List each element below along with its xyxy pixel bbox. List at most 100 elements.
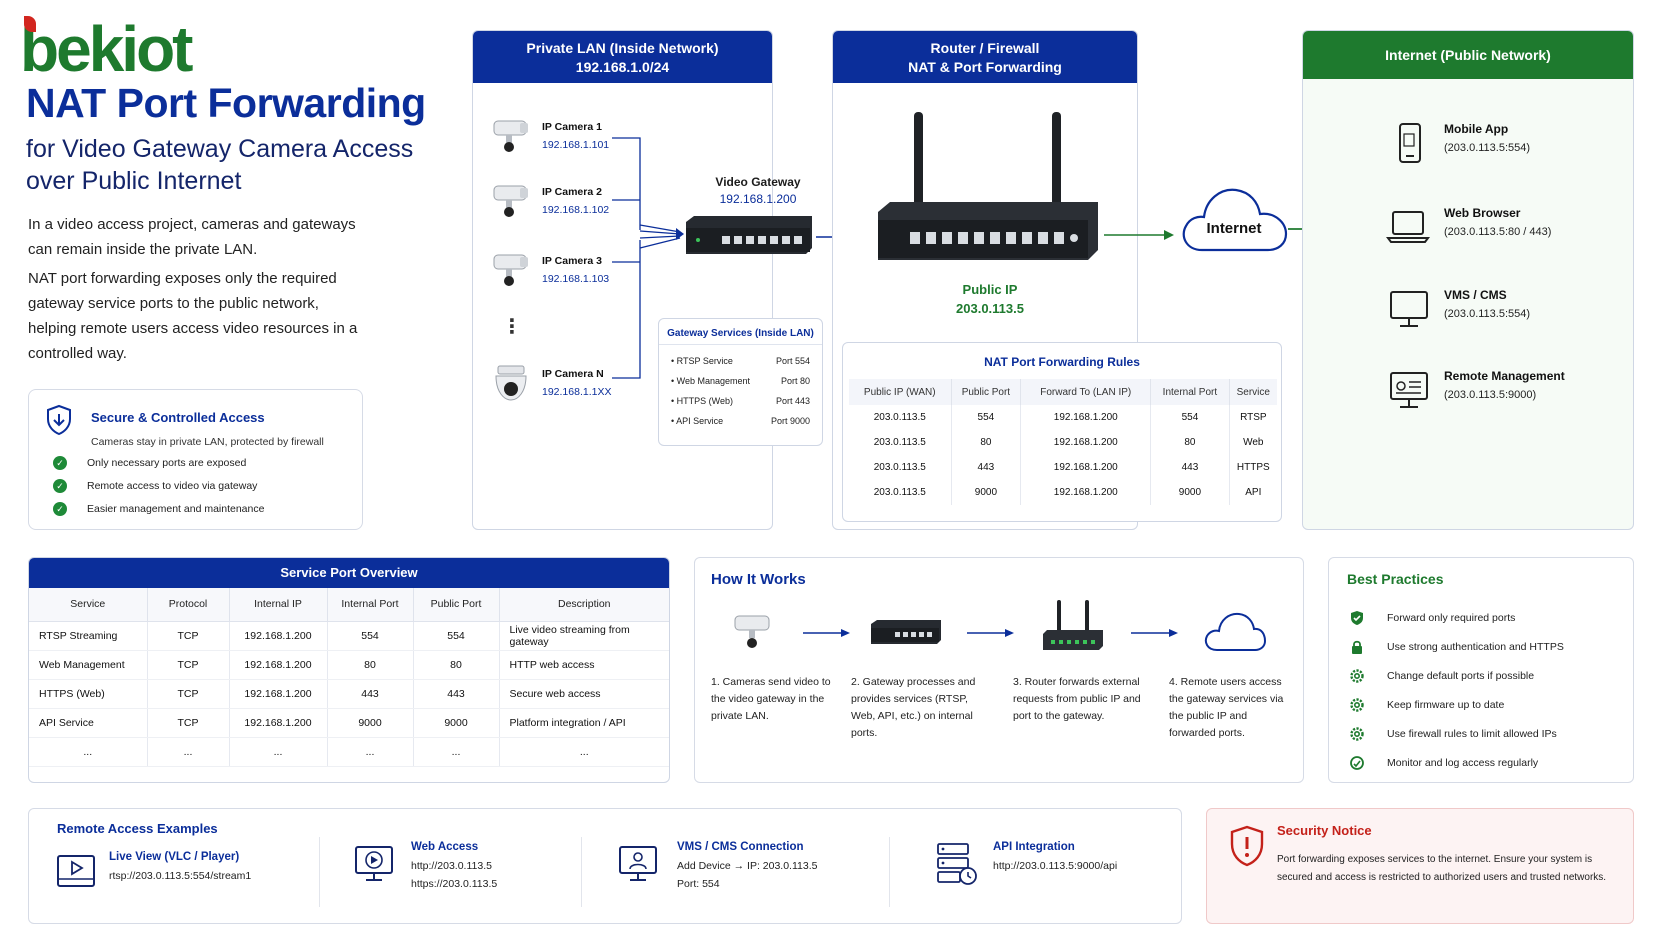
api-server-icon — [937, 843, 977, 885]
remote-access-examples: Remote Access Examples Live View (VLC / … — [28, 808, 1182, 924]
security-notice-text: Port forwarding exposes services to the … — [1277, 854, 1607, 883]
mobile-icon — [1399, 123, 1421, 163]
camera-item: IP Camera 1 192.168.1.101 — [490, 117, 609, 155]
best-practice-item: Change default ports if possible — [1349, 668, 1534, 684]
example-vms-connection: VMS / CMS Connection Add Device → IP: 20… — [617, 841, 817, 890]
internet-cloud-icon — [1182, 188, 1288, 252]
client-mobile-app: Mobile App (203.0.113.5:554) — [1392, 122, 1530, 166]
internet-panel-header: Internet (Public Network) — [1303, 31, 1633, 79]
how-it-works-panel: How It Works 1. Cameras send video to th… — [694, 557, 1304, 783]
cloud-step-icon — [1204, 612, 1267, 651]
camera-connector-lines — [612, 137, 684, 379]
lock-icon — [1352, 640, 1362, 654]
best-practice-item: Forward only required ports — [1349, 610, 1515, 626]
camera-item: IP Camera 2 192.168.1.102 — [490, 182, 609, 220]
refresh-icon — [1350, 756, 1364, 770]
example-web-access: Web Access http://203.0.113.5 https://20… — [353, 841, 497, 890]
step-arrow — [1131, 629, 1178, 637]
service-overview-title: Service Port Overview — [29, 558, 669, 588]
monitor-icon — [1390, 291, 1428, 327]
gateway-step-icon — [871, 620, 941, 644]
check-icon: ✓ — [53, 479, 67, 493]
best-practice-item: Keep firmware up to date — [1349, 697, 1504, 713]
bullet-camera-icon — [493, 254, 528, 286]
more-cameras-ellipsis: ⋮ — [502, 316, 522, 338]
nat-header-row: Public IP (WAN)Public Port Forward To (L… — [849, 379, 1277, 405]
bullet-camera-icon — [493, 120, 528, 152]
video-gateway: Video Gateway 192.168.1.200 — [688, 175, 828, 206]
brand-logo: bekiot — [20, 13, 193, 85]
gateway-services-box: Gateway Services (Inside LAN) • RTSP Ser… — [658, 318, 823, 446]
router-panel-header: Router / Firewall NAT & Port Forwarding — [833, 31, 1137, 83]
shield-icon — [47, 404, 71, 436]
step-arrow — [967, 629, 1014, 637]
gear-icon — [1350, 698, 1364, 712]
client-web-browser: Web Browser (203.0.113.5:80 / 443) — [1386, 206, 1551, 246]
camera-item: IP Camera 3 192.168.1.103 — [490, 251, 609, 289]
bullet-camera-icon — [493, 185, 528, 217]
best-practice-item: Monitor and log access regularly — [1349, 755, 1538, 771]
secure-item: ✓Remote access to video via gateway — [53, 479, 257, 493]
secure-access-card: Secure & Controlled Access Cameras stay … — [28, 389, 363, 530]
play-window-icon — [57, 855, 95, 887]
client-vms-cms: VMS / CMS (203.0.113.5:554) — [1388, 288, 1530, 330]
gear-icon — [1350, 727, 1364, 741]
gateway-ip: 192.168.1.200 — [719, 192, 797, 206]
logo-leaf-icon — [24, 16, 36, 32]
service-row: • HTTPS (Web)Port 443 — [671, 396, 810, 406]
laptop-icon — [1386, 211, 1430, 243]
page-title: NAT Port Forwarding — [26, 80, 426, 126]
lan-panel-header: Private LAN (Inside Network) 192.168.1.0… — [473, 31, 772, 83]
dome-camera-icon — [495, 365, 527, 401]
example-api-integration: API Integration http://203.0.113.5:9000/… — [935, 841, 1117, 887]
service-header-row: Service Protocol Internal IP Internal Po… — [29, 588, 669, 622]
step-2-text: 2. Gateway processes and provides servic… — [851, 676, 976, 739]
best-practices-title: Best Practices — [1347, 571, 1444, 587]
divider — [581, 837, 582, 907]
user-monitor-icon — [619, 846, 657, 881]
client-remote-management: Remote Management (203.0.113.5:9000) — [1388, 369, 1565, 411]
dashboard-icon — [1390, 372, 1428, 408]
router-step-icon — [1043, 600, 1103, 650]
internet-panel: Internet (Public Network) — [1302, 30, 1634, 530]
internet-label: Internet — [1206, 220, 1262, 237]
best-practice-item: Use firewall rules to limit allowed IPs — [1349, 726, 1557, 742]
gateway-device-icon — [686, 216, 812, 254]
nat-rules-table: Public IP (WAN)Public Port Forward To (L… — [849, 379, 1277, 505]
best-practice-item: Use strong authentication and HTTPS — [1349, 639, 1564, 655]
play-monitor-icon — [355, 846, 393, 881]
security-notice: Security Notice Port forwarding exposes … — [1206, 808, 1634, 924]
private-lan-panel: Private LAN (Inside Network) 192.168.1.0… — [472, 30, 773, 530]
nat-rules-box: NAT Port Forwarding Rules Public IP (WAN… — [842, 342, 1282, 522]
secure-card-title: Secure & Controlled Access — [91, 410, 265, 425]
page-subtitle: for Video Gateway Camera Access over Pub… — [26, 135, 414, 195]
step-1-text: 1. Cameras send video to the video gatew… — [711, 676, 831, 722]
nat-rules-title: NAT Port Forwarding Rules — [984, 355, 1140, 369]
intro-paragraph-2: NAT port forwarding exposes only the req… — [28, 270, 358, 362]
step-4-text: 4. Remote users access the gateway servi… — [1169, 676, 1284, 739]
example-live-view: Live View (VLC / Player) rtsp://203.0.11… — [55, 851, 251, 891]
secure-card-subtitle: Cameras stay in private LAN, protected b… — [91, 436, 324, 448]
best-practices-panel: Best Practices Forward only required por… — [1328, 557, 1634, 783]
gateway-services-title: Gateway Services (Inside LAN) — [659, 319, 822, 345]
intro-paragraph-1: In a video access project, cameras and g… — [28, 216, 356, 258]
check-icon: ✓ — [53, 502, 67, 516]
camera-item: IP Camera N 192.168.1.1XX — [490, 362, 611, 404]
divider — [889, 837, 890, 907]
divider — [319, 837, 320, 907]
check-icon: ✓ — [53, 456, 67, 470]
router-to-internet-arrow — [1104, 230, 1174, 240]
gateway-label: Video Gateway — [715, 175, 801, 189]
service-overview-table: Service Protocol Internal IP Internal Po… — [29, 588, 669, 767]
service-port-overview: Service Port Overview Service Protocol I… — [28, 557, 670, 783]
table-row: .................. — [29, 737, 669, 767]
